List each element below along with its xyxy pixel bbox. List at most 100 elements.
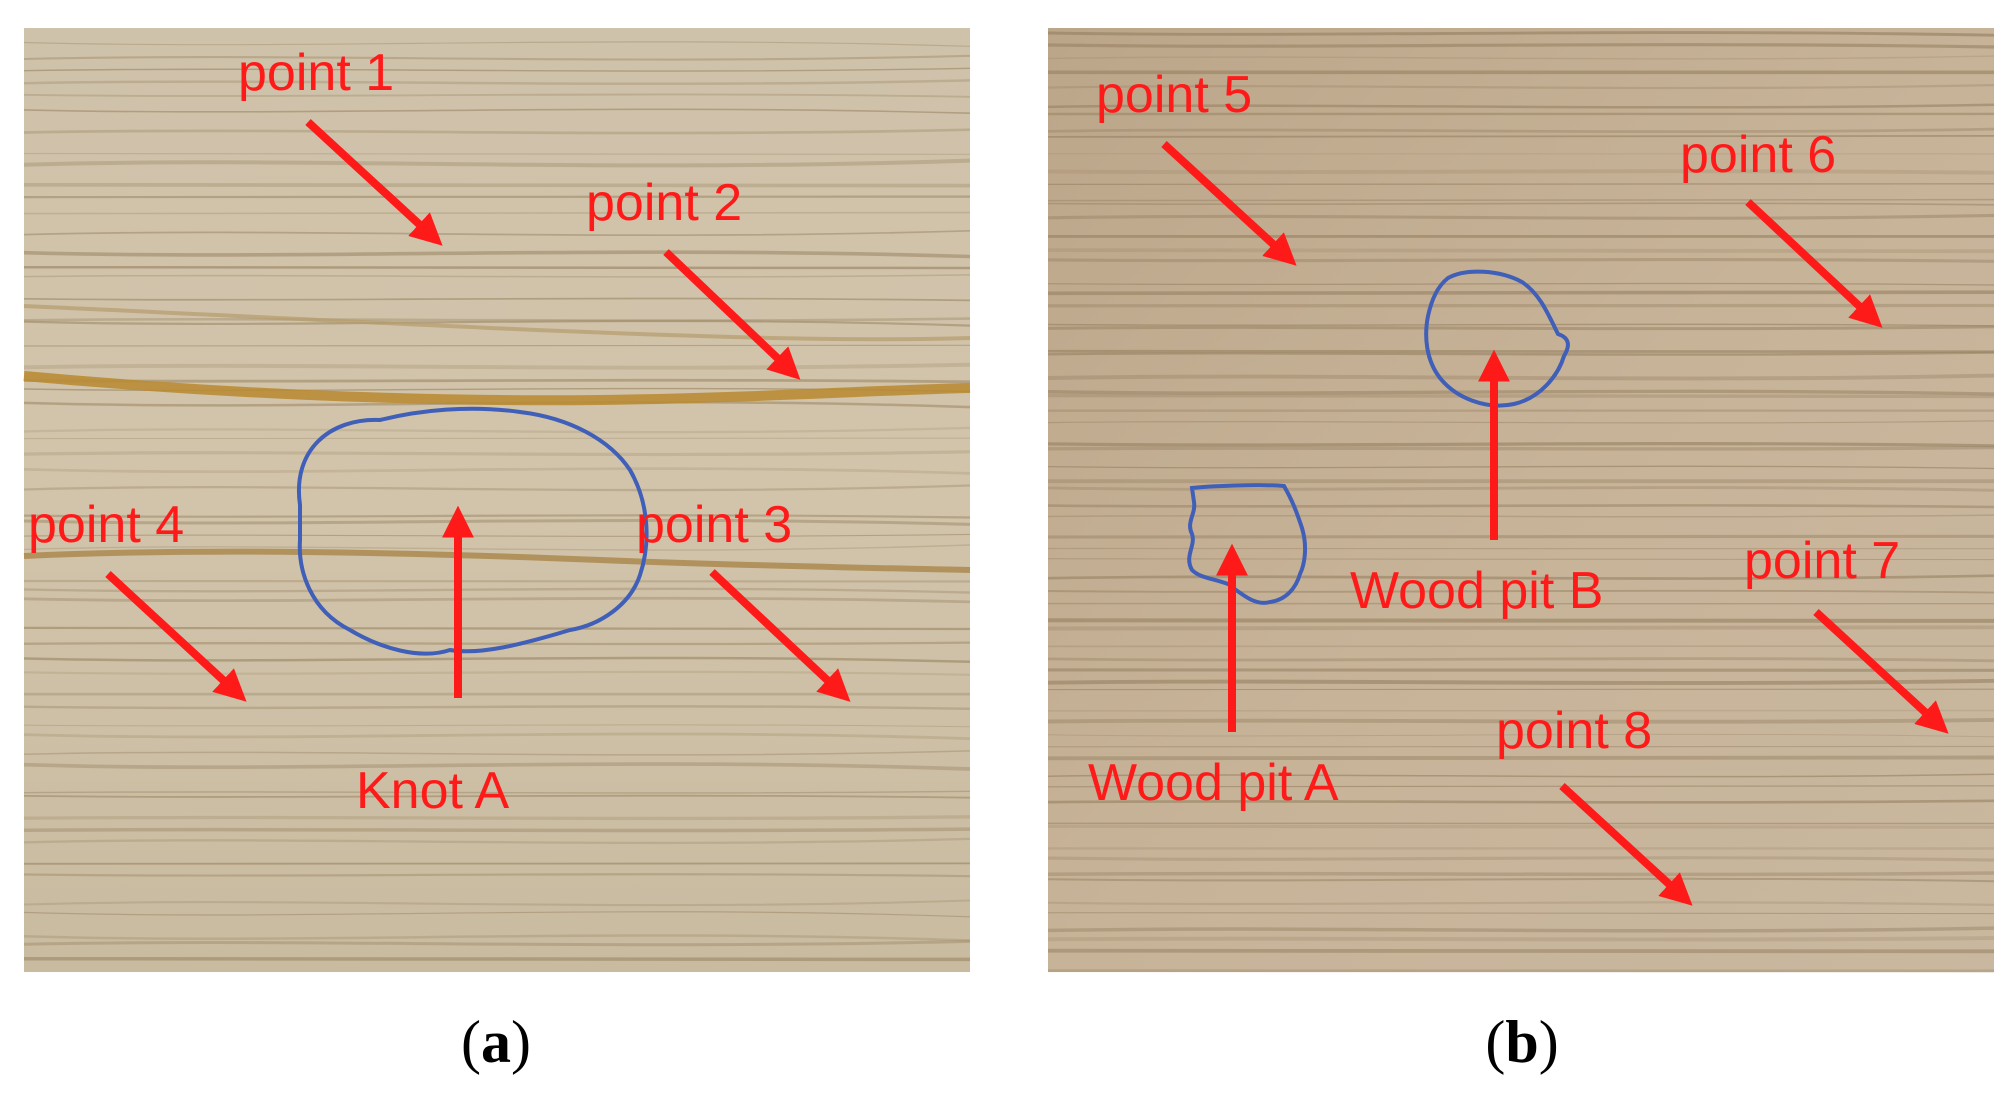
wood-grain-line <box>23 41 971 47</box>
wood-grain-line <box>23 274 971 278</box>
panel-a-wood-grain <box>23 41 971 962</box>
wood-grain-line <box>23 250 971 259</box>
panel-b: point 5 point 6 point 7 point 8 Wood pit… <box>1047 28 1995 1075</box>
wood-grain-line <box>1047 127 1995 133</box>
wood-grain-line <box>1047 936 1995 942</box>
label-point-1: point 1 <box>238 44 394 102</box>
wood-grain-line <box>23 265 971 270</box>
wood-grain-line <box>23 317 971 322</box>
wood-grain-line <box>1047 373 1995 381</box>
wood-grain-line <box>23 732 971 740</box>
wood-grain-line <box>1047 465 1995 470</box>
wood-grain-line <box>1047 389 1995 396</box>
wood-grain-line <box>1047 103 1995 109</box>
wood-grain-line <box>23 426 971 434</box>
wood-grain-line <box>1047 445 1995 451</box>
arrow-point-3 <box>709 569 851 702</box>
wood-pit-a-outline <box>1187 483 1308 605</box>
wood-grain-line <box>1047 717 1995 724</box>
wood-grain-line <box>1047 248 1995 254</box>
wood-grain-line <box>23 93 971 98</box>
arrow-point-6 <box>1745 199 1883 328</box>
panel-a-wood-photo <box>24 28 970 972</box>
wood-grain-line <box>1047 213 1995 220</box>
label-point-4: point 4 <box>28 496 184 554</box>
wood-grain-line <box>23 67 971 72</box>
panel-a: point 1 point 2 point 3 point 4 Knot A (… <box>23 28 971 1075</box>
wood-grain-line <box>23 827 971 833</box>
wood-grain-line <box>23 54 971 61</box>
wood-grain-line <box>23 762 971 771</box>
wood-grain-line <box>1047 824 1995 829</box>
label-point-3: point 3 <box>636 496 792 554</box>
wood-grain-line <box>23 794 971 799</box>
wood-grain-line <box>23 873 971 878</box>
wood-grain-line <box>1047 625 1995 631</box>
wood-grain-line <box>1047 349 1995 354</box>
wood-grain-line <box>23 344 971 347</box>
wood-grain-line <box>23 705 971 710</box>
wood-grain-line <box>1047 486 1995 492</box>
panel-b-caption: (b) <box>1485 1009 1558 1075</box>
wood-grain-line <box>23 911 971 918</box>
wood-grain-line <box>23 899 971 907</box>
wood-grain-line <box>1047 856 1995 862</box>
wood-pit-b-outline <box>1424 269 1570 408</box>
wood-grain-line <box>1047 135 1995 138</box>
wood-grain-line <box>23 362 971 370</box>
wood-grain-line <box>1047 183 1995 186</box>
label-wood-pit-a: Wood pit A <box>1088 754 1339 812</box>
wood-grain-line <box>23 211 971 215</box>
arrow-point-8 <box>1559 783 1693 906</box>
panel-a-dark-grain-line <box>23 304 971 342</box>
label-point-7: point 7 <box>1744 532 1900 590</box>
panel-a-caption: (a) <box>461 1009 531 1075</box>
wood-grain-line <box>1047 323 1995 327</box>
wood-grain-line <box>1047 901 1995 906</box>
wood-grain-line <box>23 579 971 583</box>
wood-grain-line <box>1047 55 1995 60</box>
wood-grain-line <box>23 934 971 942</box>
wood-grain-line <box>23 790 971 794</box>
wood-grain-line <box>1047 799 1995 804</box>
wood-grain-line <box>23 297 971 302</box>
wood-grain-line <box>1047 84 1995 90</box>
wood-grain-line <box>1047 589 1995 594</box>
wood-grain-line <box>1047 31 1995 37</box>
arrow-point-7 <box>1813 609 1949 734</box>
arrow-point-4 <box>105 571 247 702</box>
wood-grain-line <box>1047 258 1995 263</box>
wood-grain-line <box>1047 393 1995 399</box>
wood-grain-line <box>23 815 971 821</box>
wood-grain-line <box>1047 43 1995 49</box>
wood-grain-line <box>23 128 971 135</box>
wood-grain-line <box>1047 618 1995 623</box>
label-point-8: point 8 <box>1496 702 1652 760</box>
wood-grain-line <box>23 467 971 475</box>
wood-grain-line <box>1047 948 1995 954</box>
wood-grain-line <box>23 378 971 384</box>
wood-grain-line <box>1047 169 1995 175</box>
label-wood-pit-b: Wood pit B <box>1350 562 1603 620</box>
wood-grain-line <box>23 484 971 492</box>
wood-grain-line <box>1047 504 1995 509</box>
wood-grain-line <box>23 437 971 440</box>
wood-grain-line <box>1047 574 1995 580</box>
wood-grain-line <box>23 837 971 845</box>
wood-grain-line <box>23 195 971 199</box>
wood-grain-line <box>1047 755 1995 761</box>
wood-grain-line <box>23 724 971 728</box>
wood-grain-line <box>1047 202 1995 206</box>
wood-grain-line <box>1047 773 1995 778</box>
wood-grain-line <box>1047 733 1995 738</box>
wood-grain-line <box>1047 926 1995 933</box>
wood-grain-line <box>1047 657 1995 663</box>
label-point-6: point 6 <box>1680 126 1836 184</box>
wood-grain-line <box>1047 514 1995 518</box>
wood-grain-line <box>23 182 971 188</box>
wood-grain-line <box>23 450 971 457</box>
arrow-point-2 <box>663 249 801 380</box>
wood-grain-line <box>1047 325 1995 331</box>
wood-grain-line <box>1047 290 1995 296</box>
